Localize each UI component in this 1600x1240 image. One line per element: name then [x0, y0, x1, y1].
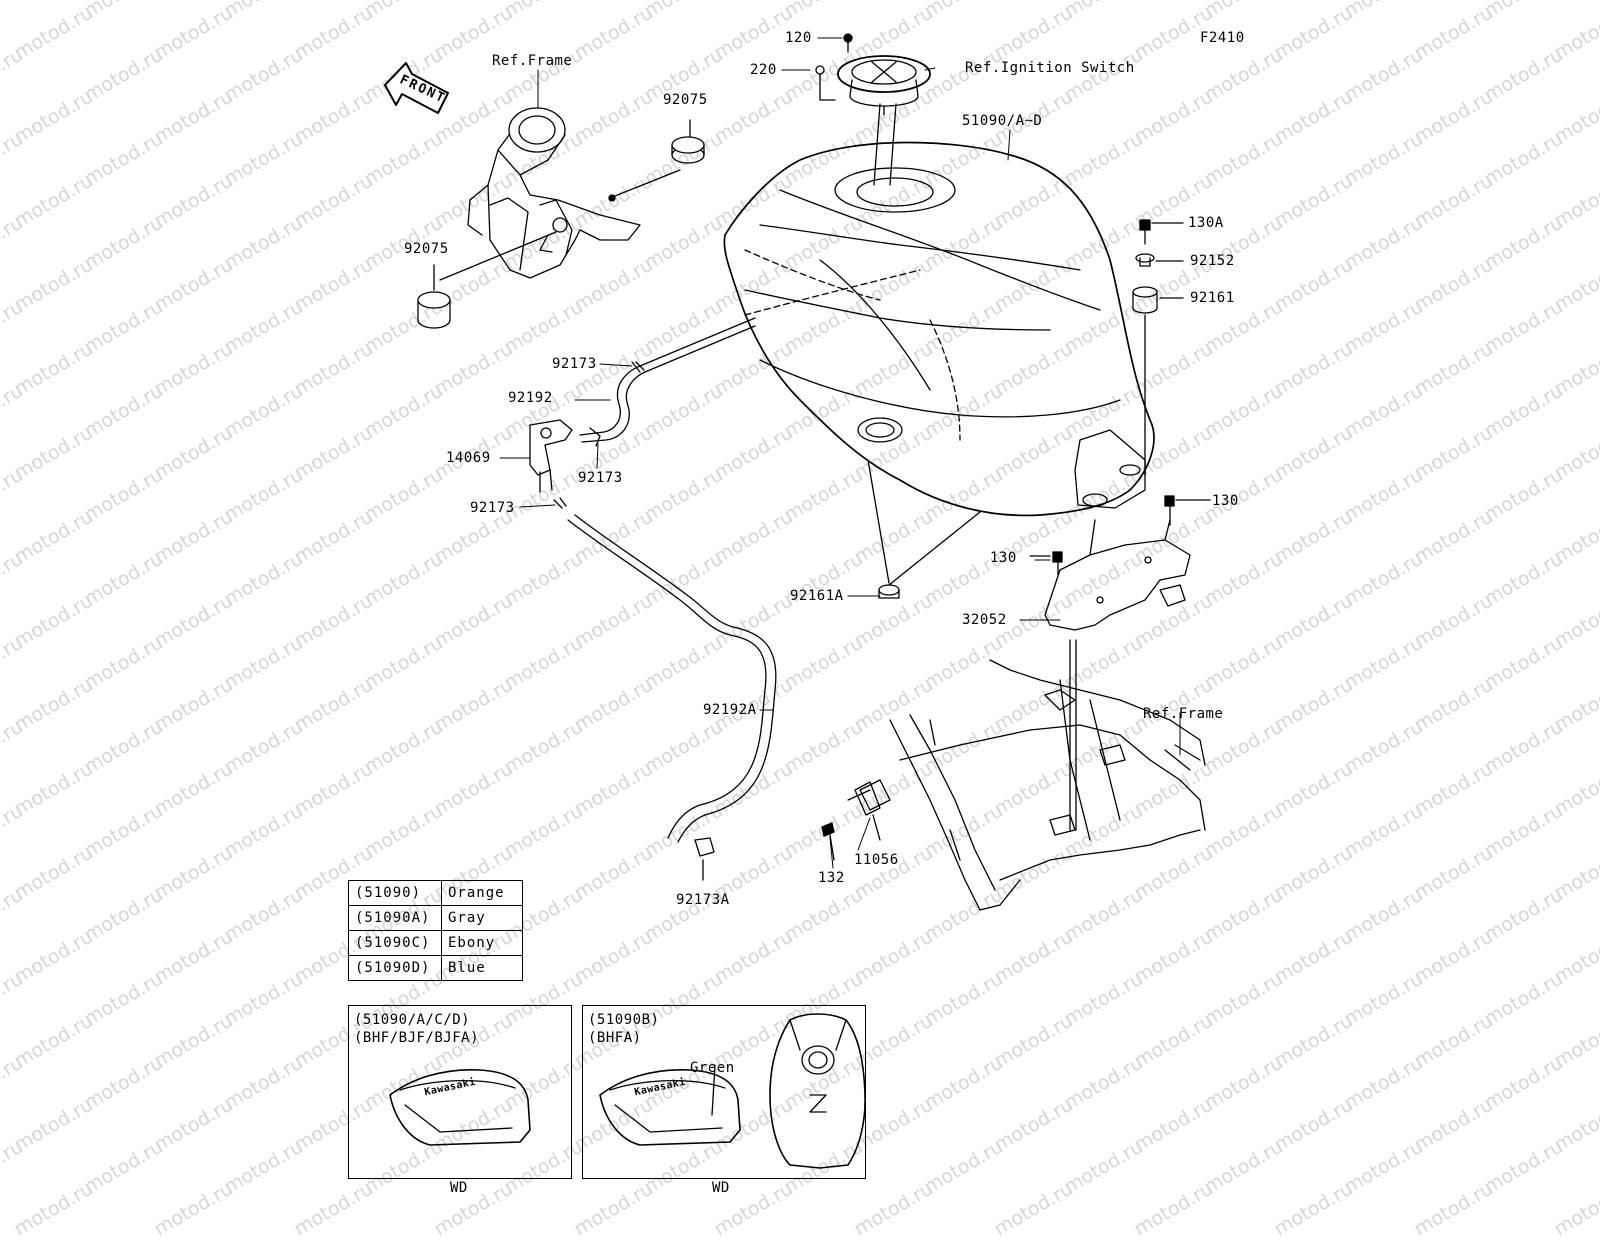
- collar-92152: [1135, 253, 1184, 267]
- color-code: (51090A): [348, 905, 442, 931]
- variant-2-models: (51090B): [588, 1012, 660, 1028]
- bolt-130A: [1139, 219, 1184, 245]
- color-name: Ebony: [441, 930, 523, 956]
- label-51090: 51090/A~D: [962, 113, 1043, 129]
- label-130-mid: 130: [990, 550, 1017, 566]
- color-row: (51090D) Blue: [348, 955, 523, 981]
- variant-2-codes: (BHFA): [588, 1030, 642, 1046]
- valve-14069: [529, 419, 573, 493]
- color-code: (51090): [348, 880, 442, 906]
- color-table: (51090) Orange (51090A) Gray (51090C) Eb…: [348, 880, 523, 981]
- variant-box-1: [348, 1005, 572, 1179]
- damper-92161: [1132, 286, 1184, 476]
- label-ref-frame-top: Ref.Frame: [492, 53, 573, 69]
- variant-box-2: [582, 1005, 866, 1179]
- clip-92173A: [694, 837, 715, 881]
- label-132: 132: [818, 870, 845, 886]
- bolt-130-right: [1164, 495, 1211, 526]
- label-ref-frame-right: Ref.Frame: [1143, 706, 1224, 722]
- label-220: 220: [750, 62, 777, 78]
- variant-2-footer: WD: [712, 1180, 730, 1196]
- leader-lines: [499, 37, 1181, 869]
- label-11056: 11056: [854, 852, 899, 868]
- label-32052: 32052: [962, 612, 1007, 628]
- label-92173-c: 92173: [470, 500, 515, 516]
- hose-92192: [579, 317, 756, 443]
- label-92161: 92161: [1190, 290, 1235, 306]
- color-name: Orange: [441, 880, 523, 906]
- frame-front-assembly: [439, 107, 681, 281]
- color-name: Gray: [441, 905, 523, 931]
- damper-92161A: [867, 459, 981, 599]
- color-code: (51090D): [348, 955, 442, 981]
- label-92161A: 92161A: [790, 588, 844, 604]
- variant-1-codes: (BHF/BJF/BJFA): [354, 1030, 480, 1046]
- label-ref-ignition-switch: Ref.Ignition Switch: [965, 60, 1135, 76]
- diagram-code: F2410: [1200, 30, 1245, 46]
- variant-1-models: (51090/A/C/D): [354, 1012, 471, 1028]
- bracket-11056: [854, 781, 881, 841]
- label-92152: 92152: [1190, 253, 1235, 269]
- diagram-drawing: [384, 33, 1211, 1169]
- fuel-cap: [815, 33, 931, 186]
- front-arrow-icon: [384, 62, 449, 114]
- fuel-tank-51090: [723, 141, 1155, 517]
- frame-rear-assembly: [847, 639, 1206, 911]
- label-92075-lower: 92075: [404, 241, 449, 257]
- variant-2-tank-top: [769, 1013, 866, 1169]
- label-92173-a: 92173: [552, 356, 597, 372]
- label-92192: 92192: [508, 390, 553, 406]
- clamp-92173-a: [631, 361, 645, 373]
- label-92173A: 92173A: [676, 892, 730, 908]
- color-name: Blue: [441, 955, 523, 981]
- label-92075-upper: 92075: [663, 92, 708, 108]
- rubber-92075-upper: [671, 119, 705, 164]
- label-92192A: 92192A: [703, 702, 757, 718]
- variant-1-tank: [389, 1069, 531, 1146]
- label-130-right: 130: [1212, 493, 1239, 509]
- label-130A: 130A: [1188, 215, 1224, 231]
- bracket-32052: [1044, 519, 1191, 631]
- color-row: (51090A) Gray: [348, 905, 523, 931]
- clamp-92173-c: [553, 497, 567, 509]
- bolt-130-mid: [1029, 551, 1063, 576]
- variant-2-note: Green: [690, 1060, 735, 1076]
- label-14069: 14069: [446, 450, 491, 466]
- variant-2-tank-side: [599, 1064, 741, 1146]
- rubber-92075-lower: [417, 264, 451, 329]
- bolt-132: [821, 822, 835, 861]
- color-code: (51090C): [348, 930, 442, 956]
- color-row: (51090C) Ebony: [348, 930, 523, 956]
- hose-92192A: [567, 514, 777, 843]
- color-row: (51090) Orange: [348, 880, 523, 906]
- label-92173-b: 92173: [578, 470, 623, 486]
- variant-1-footer: WD: [450, 1180, 468, 1196]
- clamp-92173-b: [589, 427, 601, 447]
- label-120: 120: [785, 30, 812, 46]
